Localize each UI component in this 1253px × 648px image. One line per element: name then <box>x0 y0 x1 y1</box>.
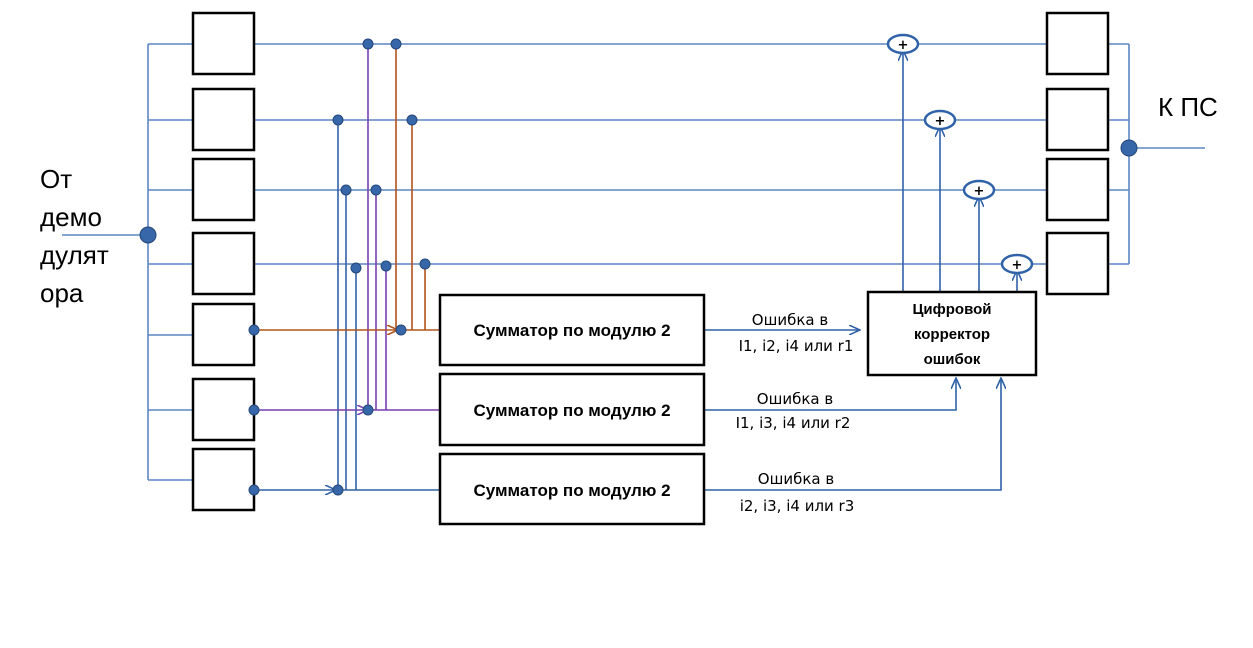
error-signal-wires <box>704 330 1001 491</box>
adder-3: Сумматор по модулю 2 <box>438 452 706 526</box>
output-register-blocks <box>1045 11 1110 296</box>
xor-gate-3: + <box>962 179 996 201</box>
error-label-2-line-2: I1, i3, i4 или r2 <box>736 414 851 432</box>
input-block-2 <box>191 87 256 152</box>
input-label: От демо дулят ора <box>40 164 109 308</box>
input-block-1 <box>191 11 256 76</box>
input-register-blocks <box>191 11 256 512</box>
xor-symbol: + <box>974 184 985 199</box>
error-label-2-line-1: Ошибка в <box>757 390 833 408</box>
adder-2: Сумматор по модулю 2 <box>438 372 706 447</box>
adder-1-label: Сумматор по модулю 2 <box>473 321 670 340</box>
input-block-4 <box>191 231 256 296</box>
correction-wires <box>903 50 1017 292</box>
xor-gate-2: + <box>923 109 957 131</box>
xor-symbol: + <box>935 114 946 129</box>
output-bus <box>1108 43 1205 265</box>
xor-gate-1: + <box>886 33 920 55</box>
xor-gates: + + + + <box>886 33 1034 275</box>
xor-symbol: + <box>1012 258 1023 273</box>
corrector-label-line-3: ошибок <box>924 351 981 368</box>
input-block-5 <box>191 302 256 367</box>
input-junction-node <box>139 226 157 244</box>
check-bit-wires <box>254 330 440 490</box>
tap-junction-nodes <box>248 38 431 496</box>
input-label-line-2: демо <box>40 202 102 232</box>
output-block-1 <box>1045 11 1110 76</box>
tap-wires <box>337 44 426 490</box>
output-junction-node <box>1120 139 1138 157</box>
input-block-7 <box>191 447 256 512</box>
error-labels: Ошибка в I1, i2, i4 или r1 Ошибка в I1, … <box>736 311 855 515</box>
error-corrector: Цифровой корректор ошибок <box>866 290 1038 377</box>
xor-symbol: + <box>898 38 909 53</box>
input-label-line-1: От <box>40 164 72 194</box>
corrector-label-line-1: Цифровой <box>912 301 991 318</box>
error-label-3-line-1: Ошибка в <box>758 470 834 488</box>
output-label: К ПС <box>1158 92 1218 122</box>
error-label-1-line-2: I1, i2, i4 или r1 <box>739 337 854 355</box>
adder-3-label: Сумматор по модулю 2 <box>473 481 670 500</box>
input-bus <box>62 43 193 481</box>
input-block-6 <box>191 377 256 442</box>
adder-1: Сумматор по модулю 2 <box>438 293 706 367</box>
data-lines <box>254 43 1047 265</box>
corrector-label-line-2: корректор <box>914 326 990 343</box>
output-block-4 <box>1045 231 1110 296</box>
output-block-2 <box>1045 87 1110 152</box>
adder-2-label: Сумматор по модулю 2 <box>473 401 670 420</box>
input-label-line-4: ора <box>40 278 84 308</box>
output-block-3 <box>1045 157 1110 222</box>
input-label-line-3: дулят <box>40 240 109 270</box>
xor-gate-4: + <box>1000 253 1034 275</box>
error-label-3-line-2: i2, i3, i4 или r3 <box>740 497 855 515</box>
error-label-1-line-1: Ошибка в <box>752 311 828 329</box>
input-block-3 <box>191 157 256 222</box>
